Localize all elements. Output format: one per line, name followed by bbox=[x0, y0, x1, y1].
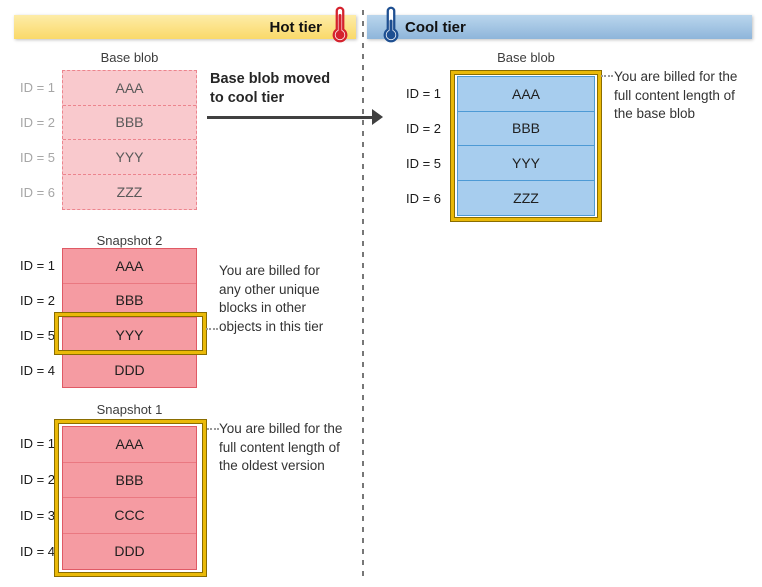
dotted-leader bbox=[206, 328, 218, 330]
block-cell: AAA bbox=[63, 71, 196, 106]
arrow-head bbox=[372, 109, 383, 125]
arrow-line bbox=[207, 116, 373, 119]
thermometer-cool-icon bbox=[383, 6, 399, 43]
hot-tier-label: Hot tier bbox=[269, 18, 323, 36]
block-id-label: ID = 1 bbox=[19, 80, 55, 95]
block-cell: ZZZ bbox=[513, 189, 539, 206]
block-id-label: ID = 5 bbox=[405, 156, 441, 171]
block-cell: BBB bbox=[458, 112, 594, 146]
snapshot2-title: Snapshot 2 bbox=[96, 233, 163, 248]
block-cell: CCC bbox=[63, 498, 196, 534]
cool-base-blob-table: AAA BBB YYY ZZZ bbox=[457, 76, 595, 216]
snapshot2-billing-note: You are billed for any other unique bloc… bbox=[219, 263, 324, 334]
snapshot1-table: AAA BBB CCC DDD bbox=[62, 426, 197, 570]
block-id-label: ID = 3 bbox=[19, 508, 55, 523]
cool-base-blob-title: Base blob bbox=[497, 50, 555, 65]
block-id-label: ID = 1 bbox=[19, 258, 55, 273]
block-id-label: ID = 4 bbox=[19, 363, 55, 378]
block-cell: YYY bbox=[458, 146, 594, 181]
block-cell: BBB bbox=[63, 463, 196, 498]
block-cell: BBB bbox=[63, 106, 196, 140]
block-cell: BBB bbox=[63, 284, 196, 318]
block-id-label: ID = 4 bbox=[19, 544, 55, 559]
block-cell: YYY bbox=[63, 318, 196, 353]
tier-separator-dashed-line bbox=[362, 10, 364, 578]
block-id-label: ID = 2 bbox=[19, 293, 55, 308]
block-cell: ZZZ bbox=[116, 183, 143, 200]
block-id-label: ID = 5 bbox=[19, 150, 55, 165]
block-cell: DDD bbox=[114, 361, 145, 378]
hot-base-blob-table: AAA BBB YYY ZZZ bbox=[62, 70, 197, 210]
block-cell: YYY bbox=[63, 140, 196, 175]
block-cell: AAA bbox=[63, 249, 196, 284]
cool-tier-label: Cool tier bbox=[405, 18, 466, 36]
hot-tier-bar: Hot tier bbox=[14, 15, 356, 39]
block-id-label: ID = 2 bbox=[405, 121, 441, 136]
block-cell: AAA bbox=[458, 77, 594, 112]
cool-base-billing-note: You are billed for the full content leng… bbox=[614, 69, 738, 121]
cool-tier-bar: Cool tier bbox=[367, 15, 752, 39]
hot-base-blob-title: Base blob bbox=[100, 50, 159, 65]
block-id-label: ID = 6 bbox=[19, 185, 55, 200]
dotted-leader bbox=[601, 75, 613, 77]
arrow-caption: Base blob moved to cool tier bbox=[210, 71, 331, 106]
block-cell: AAA bbox=[63, 427, 196, 463]
block-cell: DDD bbox=[114, 543, 145, 560]
block-id-label: ID = 5 bbox=[19, 328, 55, 343]
snapshot1-title: Snapshot 1 bbox=[96, 402, 163, 417]
thermometer-hot-icon bbox=[332, 6, 348, 43]
snapshot2-table: AAA BBB YYY DDD bbox=[62, 248, 197, 388]
block-id-label: ID = 1 bbox=[19, 436, 55, 451]
block-id-label: ID = 1 bbox=[405, 86, 441, 101]
block-id-label: ID = 2 bbox=[19, 472, 55, 487]
dotted-leader bbox=[207, 428, 219, 430]
snapshot1-billing-note: You are billed for the full content leng… bbox=[219, 421, 343, 473]
block-id-label: ID = 6 bbox=[405, 191, 441, 206]
block-id-label: ID = 2 bbox=[19, 115, 55, 130]
